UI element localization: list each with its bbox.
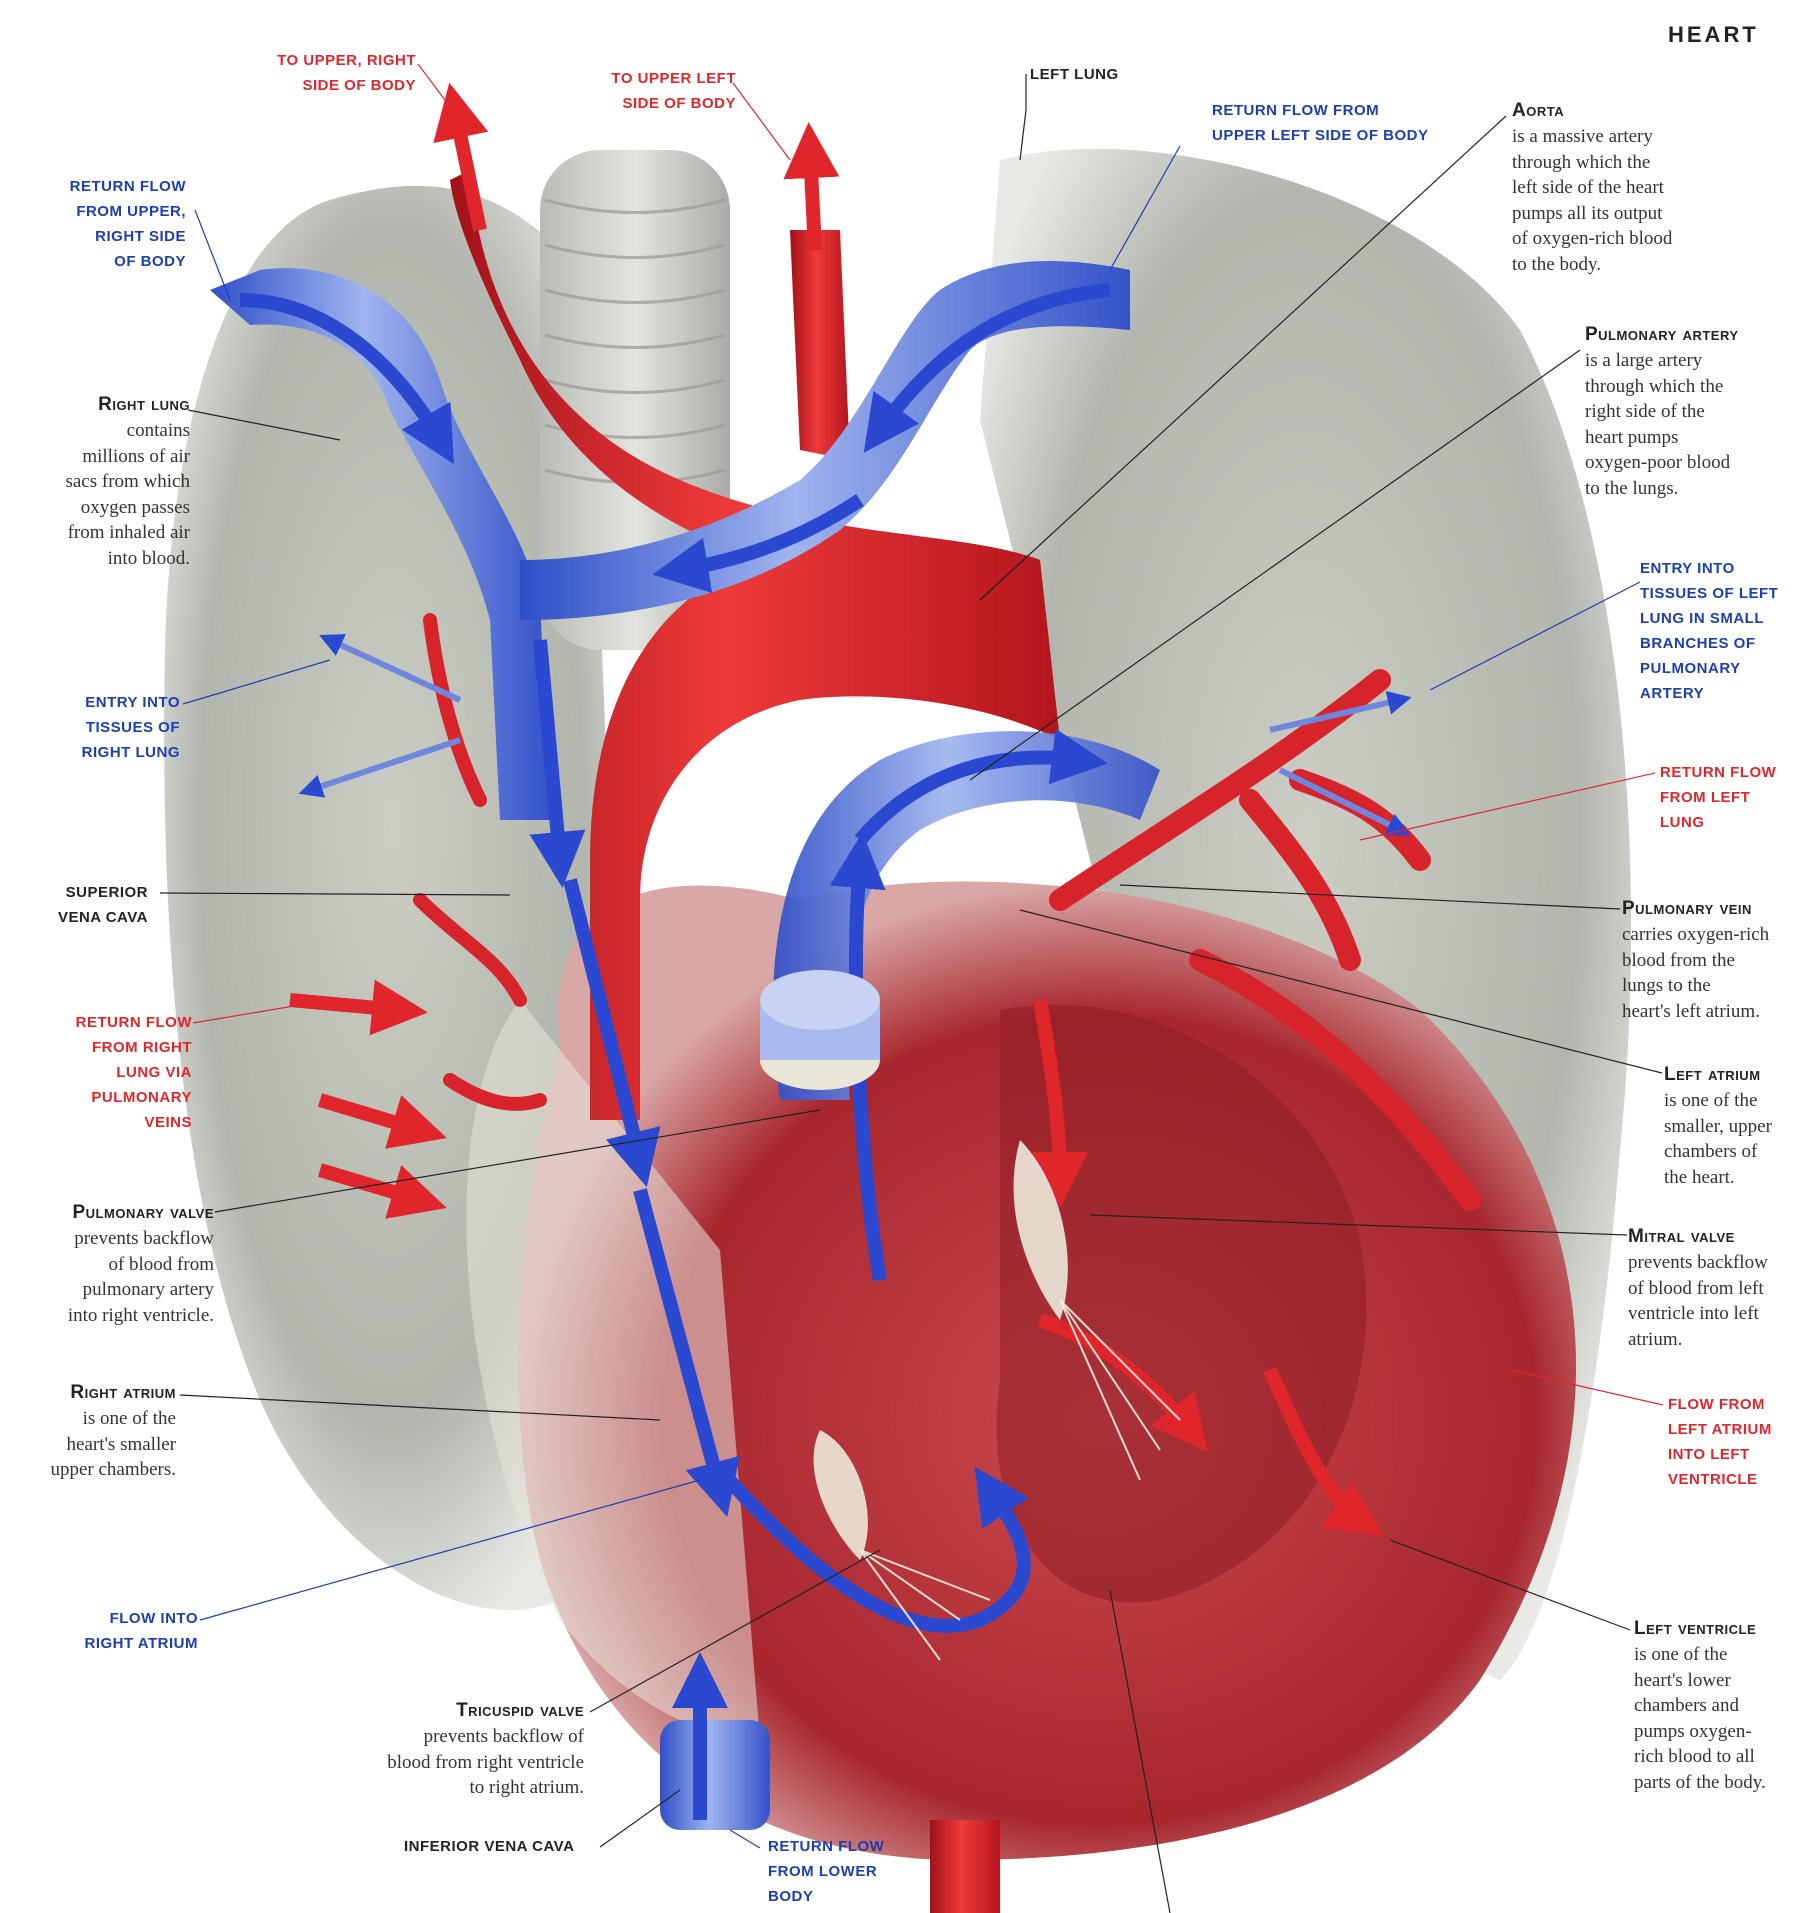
pulmonary-valve-title: Pulmonary valve xyxy=(10,1200,214,1226)
mitral-valve-title: Mitral valve xyxy=(1628,1224,1768,1250)
label-left-lung: LEFT LUNG xyxy=(1030,62,1119,87)
pulmonary-vein-title: Pulmonary vein xyxy=(1622,896,1769,922)
page-title: HEART xyxy=(1668,22,1759,48)
pulmonary-valve-shape xyxy=(760,970,880,1090)
label-return-flow-lower-body: RETURN FLOW FROM LOWER BODY xyxy=(768,1834,884,1909)
inferior-vena-cava-shape xyxy=(660,1720,770,1830)
right-atrium-description: is one of the heart's smaller upper cham… xyxy=(10,1406,176,1483)
tricuspid-valve-description: prevents backflow of blood from right ve… xyxy=(300,1724,584,1801)
right-atrium-title: Right atrium xyxy=(10,1380,176,1406)
left-atrium-annotation: Left atrium is one of the smaller, upper… xyxy=(1664,1062,1772,1190)
label-to-upper-left-side: TO UPPER LEFT SIDE OF BODY xyxy=(560,66,736,116)
left-ventricle-annotation: Left ventricle is one of the heart's low… xyxy=(1634,1616,1766,1795)
label-entry-right-lung: ENTRY INTO TISSUES OF RIGHT LUNG xyxy=(30,690,180,765)
label-inferior-vena-cava: INFERIOR VENA CAVA xyxy=(404,1834,574,1859)
pulmonary-artery-description: is a large artery through which the righ… xyxy=(1585,348,1739,501)
right-atrium-annotation: Right atrium is one of the heart's small… xyxy=(10,1380,176,1483)
label-entry-left-lung: ENTRY INTO TISSUES OF LEFT LUNG IN SMALL… xyxy=(1640,556,1778,706)
aorta-annotation: Aorta is a massive artery through which … xyxy=(1512,98,1672,277)
right-lung-title: Right lung xyxy=(20,392,190,418)
aorta-description: is a massive artery through which the le… xyxy=(1512,124,1672,277)
pulmonary-vein-description: carries oxygen-rich blood from the lungs… xyxy=(1622,922,1769,1024)
label-superior-vena-cava: SUPERIOR VENA CAVA xyxy=(20,880,148,930)
left-ventricle-description: is one of the heart's lower chambers and… xyxy=(1634,1642,1766,1795)
mitral-valve-description: prevents backflow of blood from left ven… xyxy=(1628,1250,1768,1352)
mitral-valve-annotation: Mitral valve prevents backflow of blood … xyxy=(1628,1224,1768,1352)
right-lung-description: contains millions of air sacs from which… xyxy=(20,418,190,571)
label-return-flow-upper-left: RETURN FLOW FROM UPPER LEFT SIDE OF BODY xyxy=(1212,98,1429,148)
right-lung-annotation: Right lung contains millions of air sacs… xyxy=(20,392,190,571)
label-flow-into-right-atrium: FLOW INTO RIGHT ATRIUM xyxy=(20,1606,198,1656)
left-atrium-description: is one of the smaller, upper chambers of… xyxy=(1664,1088,1772,1190)
pulmonary-vein-annotation: Pulmonary vein carries oxygen-rich blood… xyxy=(1622,896,1769,1024)
pulmonary-artery-annotation: Pulmonary artery is a large artery throu… xyxy=(1585,322,1739,501)
label-return-flow-upper-right: RETURN FLOW FROM UPPER, RIGHT SIDE OF BO… xyxy=(30,174,186,274)
label-return-flow-right-lung: RETURN FLOW FROM RIGHT LUNG VIA PULMONAR… xyxy=(20,1010,192,1135)
left-ventricle-title: Left ventricle xyxy=(1634,1616,1766,1642)
label-return-flow-left-lung: RETURN FLOW FROM LEFT LUNG xyxy=(1600,760,1790,835)
aorta-title: Aorta xyxy=(1512,98,1672,124)
left-atrium-title: Left atrium xyxy=(1664,1062,1772,1088)
tricuspid-valve-annotation: Tricuspid valve prevents backflow of blo… xyxy=(300,1698,584,1801)
pulmonary-valve-description: prevents backflow of blood from pulmonar… xyxy=(10,1226,214,1328)
pulmonary-valve-annotation: Pulmonary valve prevents backflow of blo… xyxy=(10,1200,214,1328)
tricuspid-valve-title: Tricuspid valve xyxy=(300,1698,584,1724)
pulmonary-artery-title: Pulmonary artery xyxy=(1585,322,1739,348)
label-flow-left-atrium-to-ventricle: FLOW FROM LEFT ATRIUM INTO LEFT VENTRICL… xyxy=(1668,1392,1772,1492)
label-to-upper-right-side: TO UPPER, RIGHT SIDE OF BODY xyxy=(240,48,416,98)
